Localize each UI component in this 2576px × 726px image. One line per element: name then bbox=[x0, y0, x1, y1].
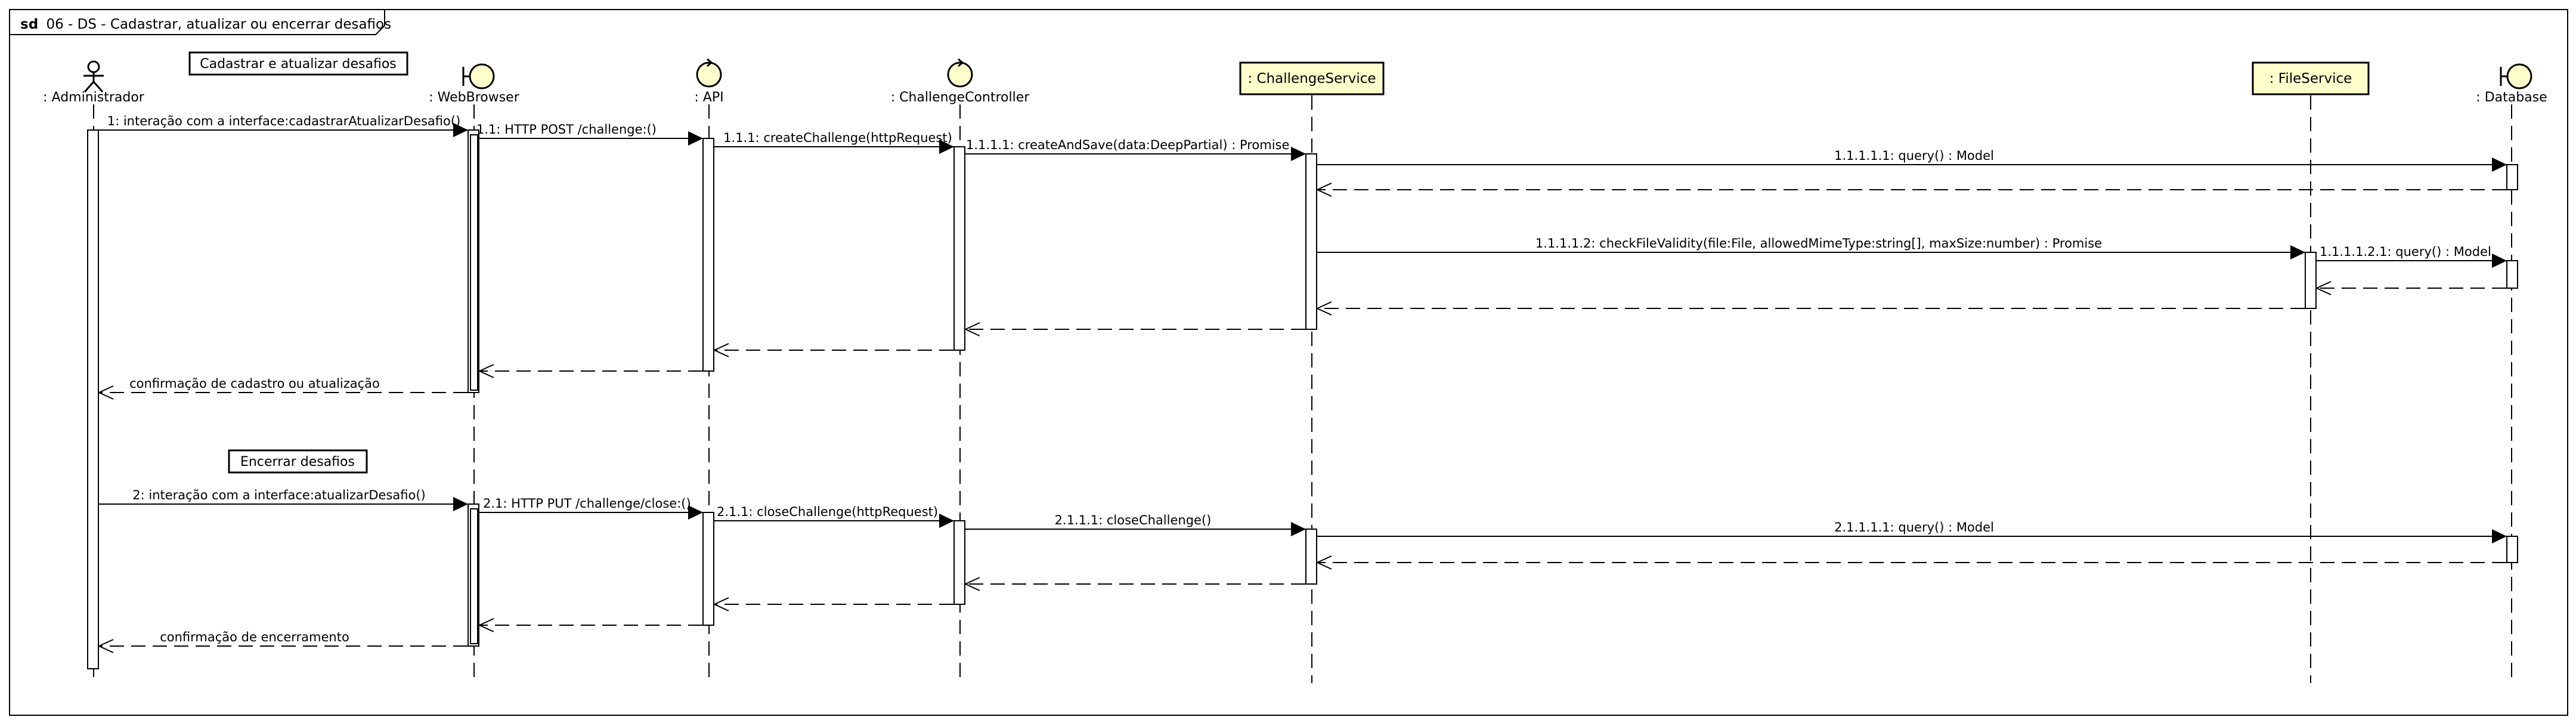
participant-label-db: : Database bbox=[2476, 90, 2547, 105]
message-label: 2.1.1.1.1: query() : Model bbox=[1834, 520, 1994, 535]
message-label: 1.1.1: createChallenge(httpRequest) bbox=[723, 131, 952, 145]
message-label: confirmação de encerramento bbox=[160, 630, 349, 644]
section-box bbox=[228, 449, 368, 474]
participant-web: : WebBrowser bbox=[429, 63, 520, 105]
activation-svc-2 bbox=[1305, 529, 1317, 585]
activation-file-1 bbox=[2305, 252, 2317, 309]
participant-label-web: : WebBrowser bbox=[429, 90, 519, 105]
participant-label-ctrl: : ChallengeController bbox=[891, 90, 1030, 105]
message-label: confirmação de cadastro ou atualização bbox=[129, 376, 380, 391]
message-label: 1.1.1.1: createAndSave(data:DeepPartial)… bbox=[966, 138, 1289, 152]
activation-web-1-inner bbox=[470, 134, 478, 391]
message-label: 2.1.1.1: closeChallenge() bbox=[1055, 513, 1212, 527]
participant-label-api: : API bbox=[694, 90, 723, 105]
message-label: 1.1.1.1.1: query() : Model bbox=[1834, 149, 1994, 163]
section-label: Encerrar desafios bbox=[240, 455, 355, 469]
participant-svc: : ChallengeService bbox=[1239, 61, 1385, 95]
message-label: 2.1.1: closeChallenge(httpRequest) bbox=[717, 505, 938, 519]
message-label: 1.1.1.1.2: checkFileValidity(file:File, … bbox=[1535, 236, 2102, 251]
participant-box-svc bbox=[1239, 61, 1385, 95]
frame-title-tab bbox=[10, 10, 385, 35]
activation-ctrl-1 bbox=[953, 146, 965, 351]
section-cadastrar: Cadastrar e atualizar desafios bbox=[188, 51, 408, 76]
boundary-icon bbox=[462, 63, 495, 89]
section-label: Cadastrar e atualizar desafios bbox=[200, 57, 397, 72]
actor-icon bbox=[83, 60, 104, 92]
frame-title-text: 06 - DS - Cadastrar, atualizar ou encerr… bbox=[46, 17, 391, 32]
control-icon bbox=[696, 58, 722, 88]
participant-label-admin: : Administrador bbox=[43, 90, 145, 105]
activation-admin bbox=[87, 129, 99, 669]
message-label: 1.1: HTTP POST /challenge:() bbox=[476, 122, 657, 137]
control-icon bbox=[947, 58, 973, 88]
message-label: 2: interação com a interface:atualizarDe… bbox=[132, 488, 426, 502]
frame-title: sd 06 - DS - Cadastrar, atualizar ou enc… bbox=[20, 17, 391, 32]
section-box bbox=[188, 51, 408, 76]
activations bbox=[87, 129, 2518, 669]
activation-api-2 bbox=[702, 512, 714, 626]
messages: 1: interação com a interface:cadastrarAt… bbox=[99, 114, 2507, 646]
activation-api-1 bbox=[702, 138, 714, 372]
participant-admin: : Administrador bbox=[43, 60, 145, 105]
boundary-icon bbox=[2500, 63, 2532, 89]
participant-api: : API bbox=[694, 58, 724, 105]
activation-web-2-inner bbox=[470, 508, 478, 644]
message-label: 2.1: HTTP PUT /challenge/close:() bbox=[483, 496, 691, 511]
message-label: 1: interação com a interface:cadastrarAt… bbox=[107, 114, 461, 128]
activation-svc-1 bbox=[1305, 153, 1317, 330]
participant-box-file bbox=[2252, 61, 2370, 95]
section-encerrar: Encerrar desafios bbox=[228, 449, 368, 474]
frame-keyword: sd bbox=[20, 17, 38, 32]
activation-db-2 bbox=[2506, 260, 2518, 289]
activation-db-3 bbox=[2506, 536, 2518, 563]
participant-db: : Database bbox=[2476, 63, 2547, 105]
participant-label-svc: : ChallengeService bbox=[1247, 71, 1376, 86]
activation-db-1 bbox=[2506, 164, 2518, 190]
participant-file: : FileService bbox=[2252, 61, 2370, 95]
participant-ctrl: : ChallengeController bbox=[891, 58, 1030, 105]
diagram-frame bbox=[9, 9, 2568, 716]
activation-ctrl-2 bbox=[953, 520, 965, 605]
participant-label-file: : FileService bbox=[2270, 71, 2352, 86]
message-label: 1.1.1.1.2.1: query() : Model bbox=[2320, 245, 2491, 259]
